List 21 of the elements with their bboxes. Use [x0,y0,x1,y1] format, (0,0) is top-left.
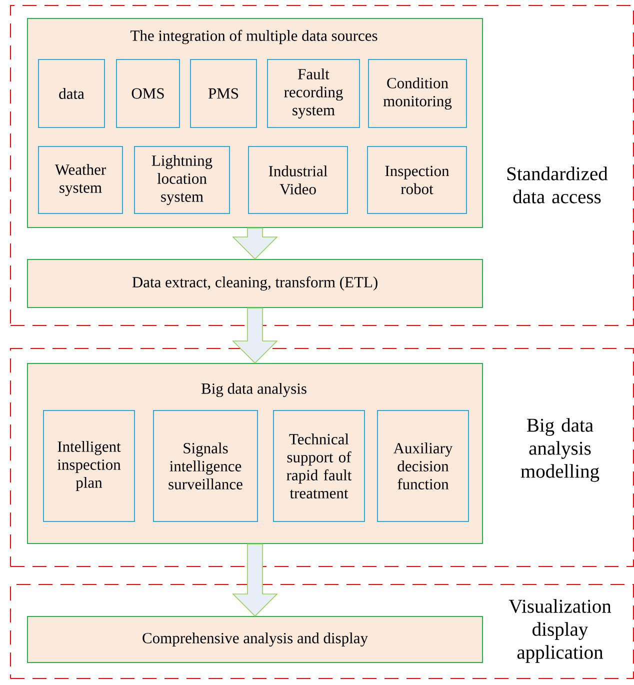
source-box: Inspection robot [367,146,467,214]
source-box: OMS [116,59,180,128]
region-label: Visualization display application [508,599,612,663]
block-arrow [232,544,278,617]
source-box: Signals intelligence surveillance [153,410,258,522]
source-box: Fault recording system [267,59,360,128]
source-box: Intelligent inspection plan [43,410,135,522]
source-box: Lightning location system [134,146,230,214]
block-arrow [232,308,278,364]
source-box: Weather system [38,146,123,214]
source-box: Condition monitoring [368,59,467,128]
source-box: data [38,59,105,128]
block-arrow [232,228,278,260]
source-box: Auxiliary decision function [377,410,469,522]
process-box: Data extract, cleaning, transform (ETL) [27,259,483,308]
source-box: Industrial Video [248,146,348,214]
region-label: Big data analysis modelling [520,418,600,482]
source-box: PMS [190,59,257,128]
process-box: Comprehensive analysis and display [27,616,483,663]
region-label: Standardized data access [507,166,608,204]
source-box: Technical support of rapid fault treatment [273,410,365,522]
